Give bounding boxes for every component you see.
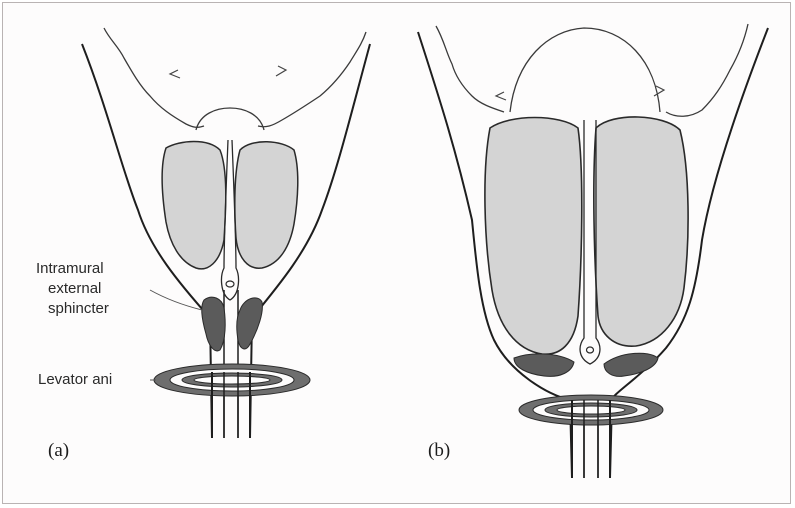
panel-b-bladder-dome [510, 28, 660, 112]
panel-b-lobe-left [485, 118, 582, 355]
panel-a-ureter-mark-right [276, 66, 286, 76]
panel-a-prostate-dome [196, 108, 264, 130]
panel-b-levator-ring-hole [557, 406, 625, 414]
panel-a-bladder-outline [104, 28, 366, 127]
panel-b-lobe-right [594, 117, 688, 346]
panel-a-ureter-mark-left [170, 70, 180, 78]
label-levator-ani: Levator ani [38, 371, 112, 389]
panel-a-verumontanum [226, 281, 234, 287]
panel-b-sphincter-left [514, 354, 574, 376]
panel-label-a: (a) [48, 440, 69, 462]
label-intramural-line2: external [48, 280, 101, 298]
panel-label-b: (b) [428, 440, 450, 462]
panel-a-lobe-right [235, 142, 298, 268]
label-intramural-line3: sphincter [48, 300, 109, 318]
panel-a-levator-ring-hole [194, 376, 270, 384]
label-intramural-line1: Intramural [36, 260, 104, 278]
panel-a-sphincter-right [237, 298, 263, 349]
panel-b-sphincter-right [604, 353, 658, 376]
panel-a-sphincter-left [202, 297, 225, 351]
panel-b-verumontanum [587, 347, 594, 353]
panel-b-ureter-mark-left [496, 92, 506, 100]
panel-a-lobe-left [162, 142, 226, 269]
panel-b-bladder-outline [436, 24, 748, 116]
